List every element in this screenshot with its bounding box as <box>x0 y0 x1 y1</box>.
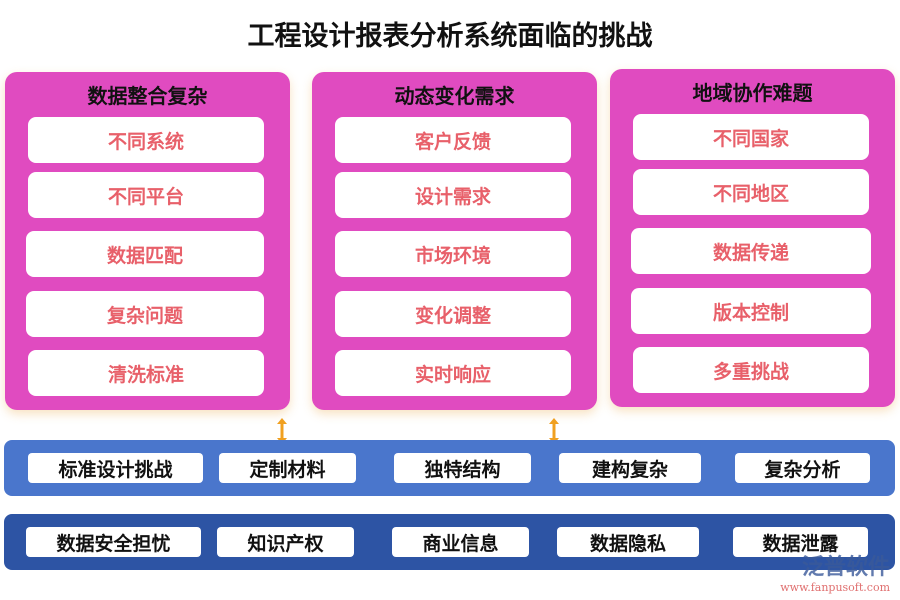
bar-item: 标准设计挑战 <box>28 453 203 483</box>
panel-item: 版本控制 <box>631 288 871 334</box>
panel-dynamic-demand: 动态变化需求 客户反馈 设计需求 市场环境 变化调整 实时响应 <box>312 72 597 410</box>
bar-item: 数据泄露 <box>733 527 868 557</box>
panel-item: 不同平台 <box>28 172 264 218</box>
bar-item: 定制材料 <box>219 453 356 483</box>
panel-item: 数据传递 <box>631 228 871 274</box>
bar-item: 建构复杂 <box>559 453 701 483</box>
panel-item: 不同系统 <box>28 117 264 163</box>
bar-item: 数据安全担忧 <box>26 527 201 557</box>
panel-item: 数据匹配 <box>26 231 264 277</box>
watermark-logo: 泛普软件 www.fanpusoft.com <box>780 549 890 594</box>
bar-item: 复杂分析 <box>735 453 870 483</box>
panel-regional-collaboration: 地域协作难题 不同国家 不同地区 数据传递 版本控制 多重挑战 <box>610 69 895 407</box>
bar-item: 独特结构 <box>394 453 531 483</box>
panel-item: 清洗标准 <box>28 350 264 396</box>
panel-item: 不同地区 <box>633 169 869 215</box>
bar-item: 商业信息 <box>392 527 529 557</box>
page-title: 工程设计报表分析系统面临的挑战 <box>247 21 653 52</box>
double-arrow-icon <box>549 418 559 444</box>
panel-item: 市场环境 <box>335 231 571 277</box>
panel-item: 客户反馈 <box>335 117 571 163</box>
panel-title: 地域协作难题 <box>692 81 813 105</box>
panel-item: 实时响应 <box>335 350 571 396</box>
panel-item: 不同国家 <box>633 114 869 160</box>
watermark-url: www.fanpusoft.com <box>780 581 890 594</box>
bar-item: 数据隐私 <box>557 527 699 557</box>
panel-item: 设计需求 <box>335 172 571 218</box>
panel-item: 复杂问题 <box>26 291 264 337</box>
panel-data-integration: 数据整合复杂 不同系统 不同平台 数据匹配 复杂问题 清洗标准 <box>5 72 290 410</box>
bar-item: 知识产权 <box>217 527 354 557</box>
design-challenge-bar: 标准设计挑战 定制材料 独特结构 建构复杂 复杂分析 <box>4 440 895 496</box>
panel-title: 动态变化需求 <box>394 84 515 108</box>
panel-item: 多重挑战 <box>633 347 869 393</box>
data-security-bar: 数据安全担忧 知识产权 商业信息 数据隐私 数据泄露 <box>4 514 895 570</box>
watermark-brand: 泛普软件 <box>801 555 890 580</box>
double-arrow-icon <box>277 418 287 444</box>
panel-item: 变化调整 <box>335 291 571 337</box>
panel-title: 数据整合复杂 <box>87 84 208 108</box>
